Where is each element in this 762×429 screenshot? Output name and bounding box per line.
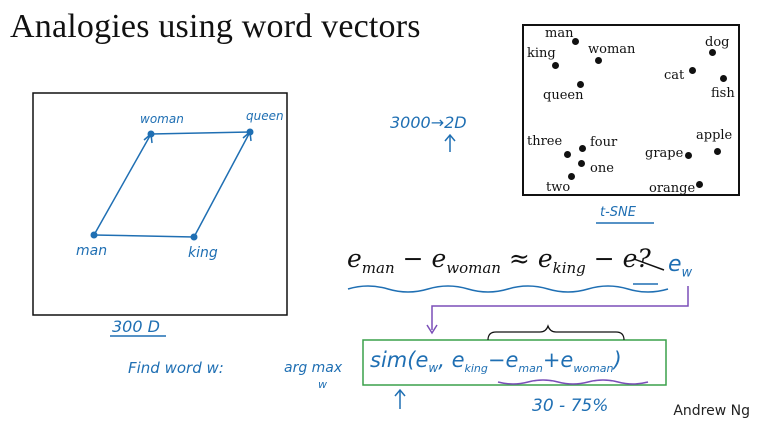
edge-man-woman <box>93 133 152 236</box>
tsne-dot-orange <box>696 181 703 188</box>
tsne-dot-cat <box>689 67 696 74</box>
label-king: king <box>188 245 218 261</box>
eq-approx: ≈ <box>500 244 538 273</box>
tsne-dot-two <box>568 173 575 180</box>
tsne-dot-woman <box>595 57 602 64</box>
find-argmax: arg max <box>284 360 343 376</box>
sim-em-sub: man <box>518 362 543 376</box>
tsne-caption: t-SNE <box>600 205 636 220</box>
edge-man-king <box>93 234 195 238</box>
arrow-up-reduction-head <box>444 133 456 142</box>
tsne-word-two: two <box>546 180 571 195</box>
tsne-dot-queen <box>577 81 584 88</box>
sim-ewo-sub: woman <box>573 362 614 376</box>
tsne-word-four: four <box>590 135 618 150</box>
tsne-word-grape: grape <box>645 146 684 161</box>
sim-comma: , <box>438 348 445 372</box>
accuracy-note: 30 - 75% <box>532 396 609 416</box>
sim-expression: sim(ew, eking−eman+ewoman) <box>370 348 622 376</box>
tsne-word-dog: dog <box>705 35 730 50</box>
tsne-plot: man king woman queen dog cat fish three … <box>522 24 740 196</box>
eq-sub-woman: woman <box>446 259 501 277</box>
tsne-dot-grape <box>685 152 692 159</box>
tsne-dot-apple <box>714 148 721 155</box>
eq-e3: e <box>537 244 553 273</box>
tsne-dot-man <box>572 38 579 45</box>
label-man: man <box>76 243 108 259</box>
find-argmax-sub: w <box>318 378 327 391</box>
eq-sub-man: man <box>361 259 395 277</box>
purple-connector-head <box>426 324 438 335</box>
point-woman <box>147 130 155 138</box>
tsne-dot-king <box>552 62 559 69</box>
eq-ew: ew <box>668 252 692 280</box>
tsne-dot-dog <box>709 49 716 56</box>
slide-credit: Andrew Ng <box>673 403 750 419</box>
equation-underline <box>347 285 669 293</box>
eq-e1: e <box>347 244 362 273</box>
eq-ew-e: e <box>668 252 682 277</box>
purple-connector <box>431 286 689 330</box>
tsne-word-orange: orange <box>649 181 696 196</box>
tsne-word-fish: fish <box>711 86 735 101</box>
eq-ew-w: w <box>681 265 693 281</box>
label-woman: woman <box>140 112 184 126</box>
sim-ek: e <box>451 348 465 372</box>
point-man <box>90 231 98 239</box>
tsne-word-cat: cat <box>664 68 685 83</box>
tsne-word-woman: woman <box>588 42 636 57</box>
tsne-word-queen: queen <box>543 88 584 103</box>
tsne-word-man: man <box>545 26 574 41</box>
sim-label: sim <box>370 348 408 372</box>
eq-sub-king: king <box>552 259 586 277</box>
edge-woman-queen <box>150 131 251 135</box>
eq-minus1: − <box>394 244 432 273</box>
eq-struck: e? <box>622 244 651 273</box>
tsne-word-three: three <box>527 134 563 149</box>
parallelogram-frame <box>32 92 288 316</box>
edge-king-queen <box>193 131 251 238</box>
tsne-dot-fish <box>720 75 727 82</box>
find-prefix: Find word w: <box>128 359 224 377</box>
eq-minus2: − <box>585 244 623 273</box>
point-king <box>190 233 198 241</box>
tsne-dot-one <box>578 160 585 167</box>
sim-box <box>362 339 667 386</box>
overbrace <box>487 324 625 341</box>
tsne-word-one: one <box>590 161 614 176</box>
tsne-word-king: king <box>527 46 556 61</box>
tsne-dot-four <box>579 145 586 152</box>
slide-title: Analogies using word vectors <box>10 8 421 45</box>
label-queen: queen <box>246 109 284 123</box>
sim-ek-sub: king <box>464 362 488 376</box>
tsne-word-apple: apple <box>696 128 733 143</box>
analogy-equation: eman − ewoman ≈ eking − e? <box>347 244 651 277</box>
tsne-dot-three <box>564 151 571 158</box>
dimension-note: 300 D <box>112 317 160 336</box>
sim-ew-sub: w <box>428 361 439 376</box>
arrow-up-sim-head <box>394 388 406 397</box>
eq-e2: e <box>431 244 447 273</box>
sim-plus: +e <box>542 348 574 372</box>
sim-minus: −e <box>487 348 519 372</box>
sim-ew: e <box>415 348 429 372</box>
reduction-note: 3000→2D <box>390 113 467 132</box>
strike-mark <box>633 258 665 271</box>
purple-underline <box>497 379 649 385</box>
point-queen <box>246 128 254 136</box>
